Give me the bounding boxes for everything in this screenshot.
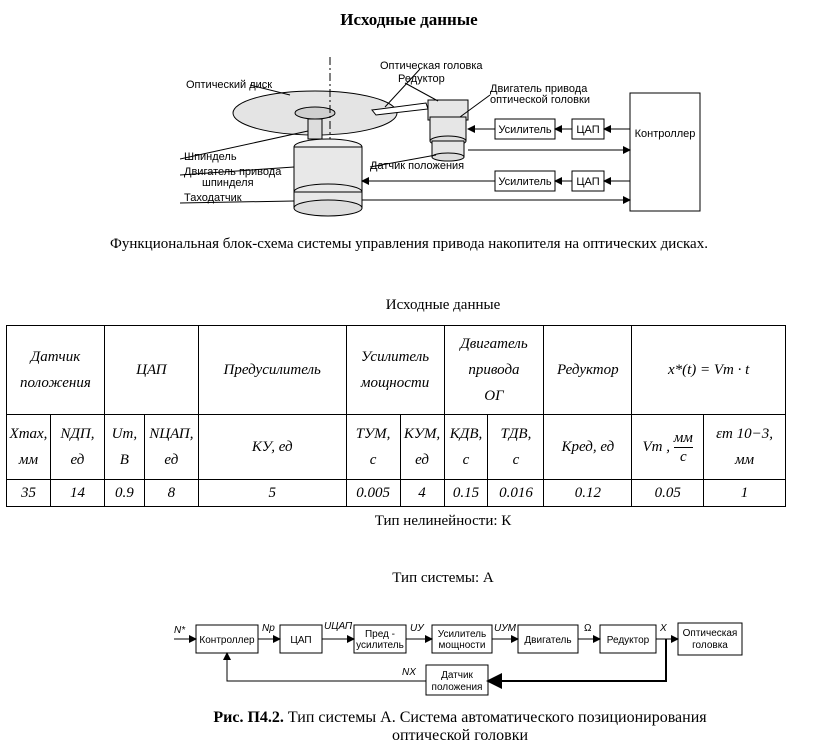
bd-reducer-label: Редуктор <box>607 635 650 646</box>
controller-block <box>629 92 701 212</box>
reducer-label: Редуктор <box>398 73 445 85</box>
u-dac-label: UЦАП <box>324 621 353 632</box>
bd-dac-label: ЦАП <box>290 635 311 646</box>
spindle-label: Шпиндель <box>184 151 237 163</box>
block-diagram: N* Контроллер Np ЦАП UЦАП Пред - усилите… <box>174 621 743 696</box>
table-values-row: 35 14 0.9 8 5 0.005 4 0.15 0.016 0.12 0.… <box>6 479 786 507</box>
amplifier-1-label: Усилитель <box>498 124 552 136</box>
x-label: X <box>659 623 667 634</box>
bd-amp-label-1: Усилитель <box>438 629 486 640</box>
tachometer-label: Тахо­датчик <box>184 192 242 204</box>
omega-label: Ω <box>584 623 592 634</box>
head-motor-label-1: Двигатель привода <box>490 83 588 95</box>
nx-label: NX <box>402 667 416 678</box>
bd-preamp-label-1: Пред - <box>365 629 395 640</box>
group-reducer: Редуктор <box>543 325 633 415</box>
bd-amp-label-2: мощности <box>439 640 486 651</box>
bd-controller-label: Контроллер <box>199 635 255 646</box>
page-title: Исходные данные <box>340 10 478 29</box>
spindle-motor-label-1: Двигатель привода <box>184 166 282 178</box>
table-header-params: Xmax,мм NДП,ед Um,В NЦАП,ед KУ, ед TУМ,с… <box>6 414 786 480</box>
position-sensor-label: Датчик положения <box>370 160 464 172</box>
nonlinearity-type: Тип нелинейности: К <box>374 513 512 529</box>
optical-disk-label: Оптический диск <box>186 79 272 91</box>
dac-1-label: ЦАП <box>576 124 599 136</box>
spindle-motor-label-2: шпинделя <box>202 177 254 189</box>
bd-preamp-label-2: усилитель <box>356 640 404 651</box>
functional-diagram: Оптический диск Оптическая головка Редук… <box>180 57 701 217</box>
group-preamp: Предусилитель <box>197 325 347 415</box>
system-type: Тип системы: А <box>392 570 494 586</box>
figure-caption: Рис. П4.2. Тип системы А. Система автома… <box>213 709 707 744</box>
n-star-label: N* <box>174 625 186 636</box>
np-label: Np <box>262 623 275 634</box>
bd-head-label-1: Оптическая <box>683 628 738 639</box>
bd-sensor-label-1: Датчик <box>441 670 473 681</box>
u-y-label: UУ <box>410 623 425 634</box>
controller-label: Контроллер <box>635 128 696 140</box>
head-motor-label-2: оптической головки <box>490 94 590 106</box>
group-x-of-t: x*(t) = Vm · t <box>631 325 786 415</box>
bd-motor-label: Двигатель <box>524 635 571 646</box>
u-um-label: UУМ <box>494 623 517 634</box>
optical-head-label: Оптическая головка <box>380 60 483 72</box>
bd-head-label-2: головка <box>692 640 728 651</box>
diagram-caption: Функциональная блок-схема системы управл… <box>110 236 708 252</box>
table-title: Исходные данные <box>385 297 501 313</box>
bd-sensor-label-2: положения <box>432 682 483 693</box>
dac-2-label: ЦАП <box>576 176 599 188</box>
figure-number: Рис. П4.2. <box>213 709 284 726</box>
amplifier-2-label: Усилитель <box>498 176 552 188</box>
group-dac: ЦАП <box>103 325 199 415</box>
